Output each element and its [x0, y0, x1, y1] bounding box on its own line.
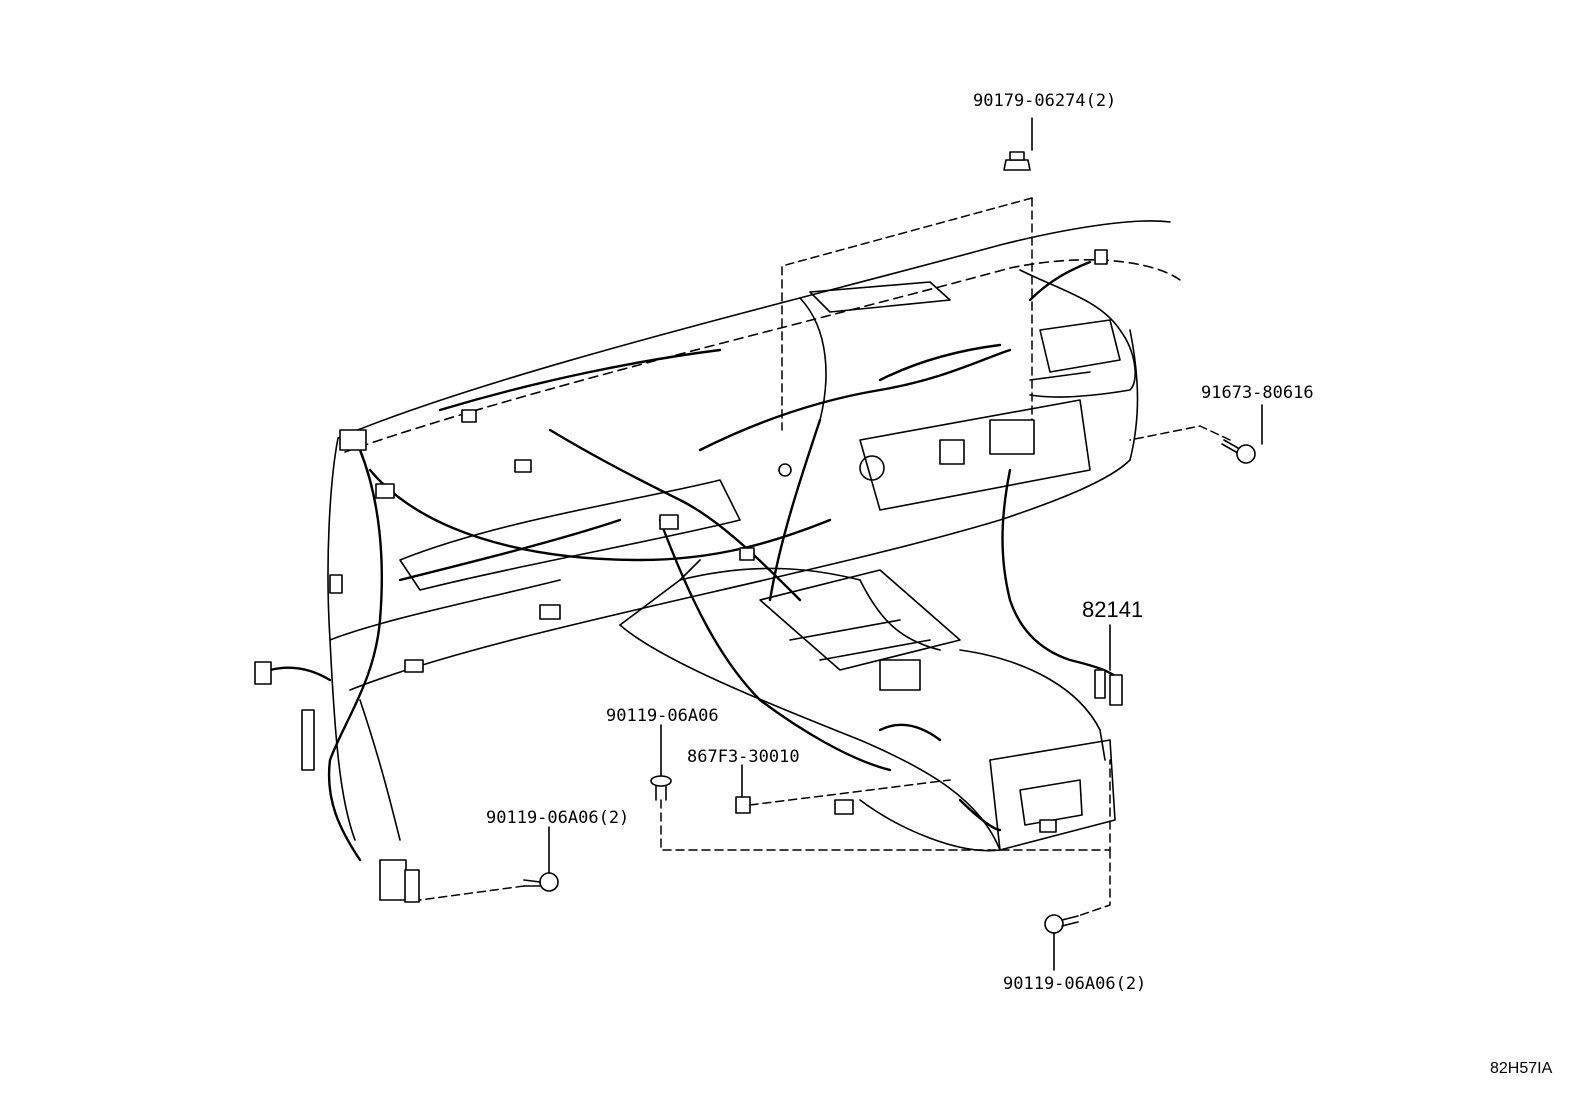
callout-bolt-bottom: 90119-06A06(2) [1003, 974, 1147, 994]
callout-harness: 82141 [1082, 597, 1144, 622]
assembly-dash-lines [419, 197, 1231, 917]
label-sticker-icon [735, 796, 751, 814]
bolt-icon [1221, 439, 1256, 464]
callout-label-center: 867F3-30010 [687, 747, 800, 767]
callout-bolt-right: 91673-80616 [1201, 383, 1314, 403]
fastener-icons [523, 151, 1256, 934]
drawing-code: 82H57IA [1490, 1060, 1553, 1077]
harness-connectors [254, 249, 1123, 903]
wire-harness [268, 260, 1122, 862]
dashboard-outline [327, 220, 1181, 841]
bolt-icon [523, 872, 559, 892]
callout-bolt-center: 90119-06A06 [606, 706, 719, 726]
nut-icon [1003, 151, 1031, 171]
center-console [619, 559, 1116, 852]
bolt-icon [650, 775, 672, 801]
callout-nut-top: 90179-06274(2) [973, 91, 1117, 111]
bolt-icon [1044, 914, 1079, 934]
callout-bolt-left: 90119-06A06(2) [486, 808, 630, 828]
leader-lines [548, 117, 1263, 971]
